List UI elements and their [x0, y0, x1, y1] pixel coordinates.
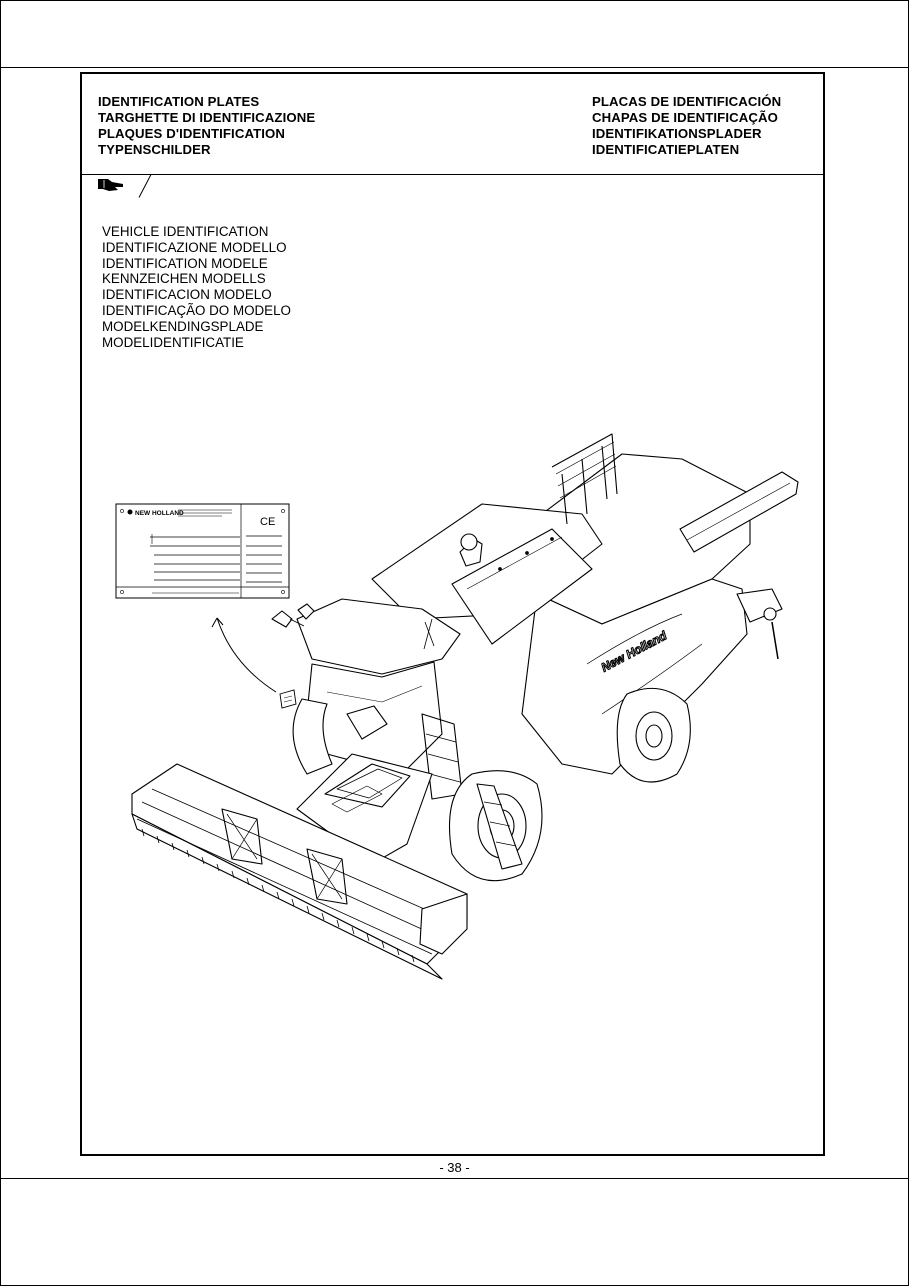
identification-plate-detail: NEW HOLLAND CE: [115, 503, 290, 599]
hand-pointer-icon: [98, 179, 123, 191]
page-number: - 38 -: [439, 1160, 470, 1175]
header-title: IDENTIFIKATIONSPLADER: [592, 126, 762, 141]
header-title: IDENTIFICATION PLATES: [98, 94, 260, 109]
header-divider: [82, 174, 823, 175]
header-title: TYPENSCHILDER: [98, 142, 211, 157]
plate-location-arrow: [211, 617, 297, 709]
subtitle: MODELKENDINGSPLADE: [102, 318, 264, 334]
bottom-rule: [0, 1178, 909, 1179]
top-rule: [0, 67, 909, 68]
subtitle: VEHICLE IDENTIFICATION: [102, 224, 269, 239]
header-title: PLAQUES D'IDENTIFICATION: [98, 126, 285, 141]
subtitle: KENNZEICHEN MODELLS: [102, 271, 266, 287]
header-title: CHAPAS DE IDENTIFICAÇÃO: [592, 110, 778, 125]
subtitle: IDENTIFICACION MODELO: [102, 287, 272, 303]
subtitle: IDENTIFICAÇÃO DO MODELO: [102, 302, 291, 318]
header-title: TARGHETTE DI IDENTIFICAZIONE: [98, 110, 316, 125]
subtitle: MODELIDENTIFICATIE: [102, 334, 244, 350]
subtitle: IDENTIFICAZIONE MODELLO: [102, 239, 287, 255]
plate-brand-text: NEW HOLLAND: [135, 510, 184, 517]
combine-harvester: New Holland: [131, 433, 799, 980]
header-titles-left: IDENTIFICATION PLATES TARGHETTE DI IDENT…: [98, 94, 315, 158]
combine-harvester-illustration: NEW HOLLAND CE: [115, 433, 799, 980]
section-tab: [82, 174, 152, 198]
ce-mark: CE: [260, 516, 275, 528]
header-title: IDENTIFICATIEPLATEN: [592, 142, 740, 157]
subtitle: IDENTIFICATION MODELE: [102, 255, 268, 271]
brand-leaf-icon: [127, 509, 133, 515]
content-frame: IDENTIFICATION PLATES TARGHETTE DI IDENT…: [80, 72, 825, 1156]
header-title: PLACAS DE IDENTIFICACIÓN: [592, 94, 782, 109]
header-titles-right: PLACAS DE IDENTIFICACIÓN CHAPAS DE IDENT…: [592, 94, 781, 158]
vehicle-identification-titles: VEHICLE IDENTIFICATION IDENTIFICAZIONE M…: [102, 224, 291, 350]
